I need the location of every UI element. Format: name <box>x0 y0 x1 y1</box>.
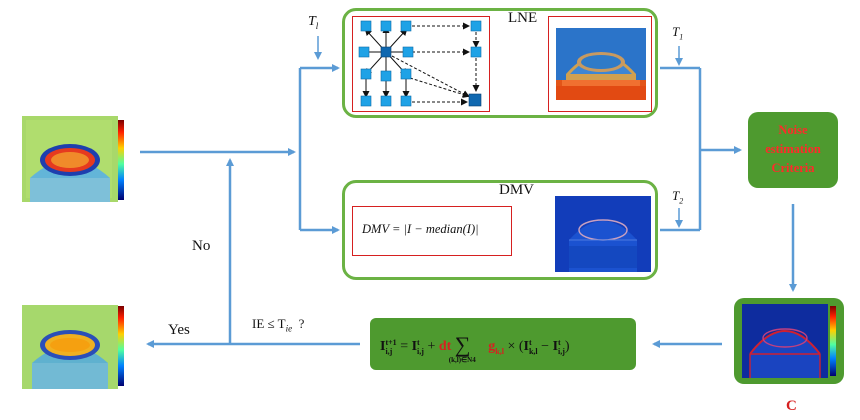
t-2-label: T2 <box>672 188 684 206</box>
yes-label: Yes <box>168 322 190 338</box>
input-colorbar <box>116 120 128 200</box>
c-map-image <box>742 304 828 378</box>
c-map-colorbar <box>828 306 838 376</box>
update-equation-box <box>370 318 636 370</box>
lne-label: LNE <box>508 10 538 26</box>
condition-label: IE ≤ Tie ? <box>252 316 305 334</box>
dmv-formula: DMV = |I − median(I)| <box>362 222 479 236</box>
noise-line-2: estimation <box>765 142 821 156</box>
noise-line-1: Noise <box>778 123 808 137</box>
noise-line-3: Criteria <box>771 161 815 175</box>
dmv-formula-box <box>352 206 512 256</box>
output-colorbar <box>116 306 128 386</box>
output-thermal-image <box>22 305 118 389</box>
neighborhood-graph <box>358 20 482 107</box>
c-label: C <box>786 398 797 414</box>
input-thermal-image <box>22 116 118 202</box>
noise-estimation-box: Noise estimation Criteria <box>748 112 838 188</box>
lne-map-image <box>556 28 646 100</box>
dmv-label: DMV <box>499 182 535 198</box>
dmv-map-image <box>555 196 651 272</box>
t-l-label: Tl <box>308 14 319 31</box>
t-1-label: T1 <box>672 24 684 42</box>
no-label: No <box>192 238 211 254</box>
